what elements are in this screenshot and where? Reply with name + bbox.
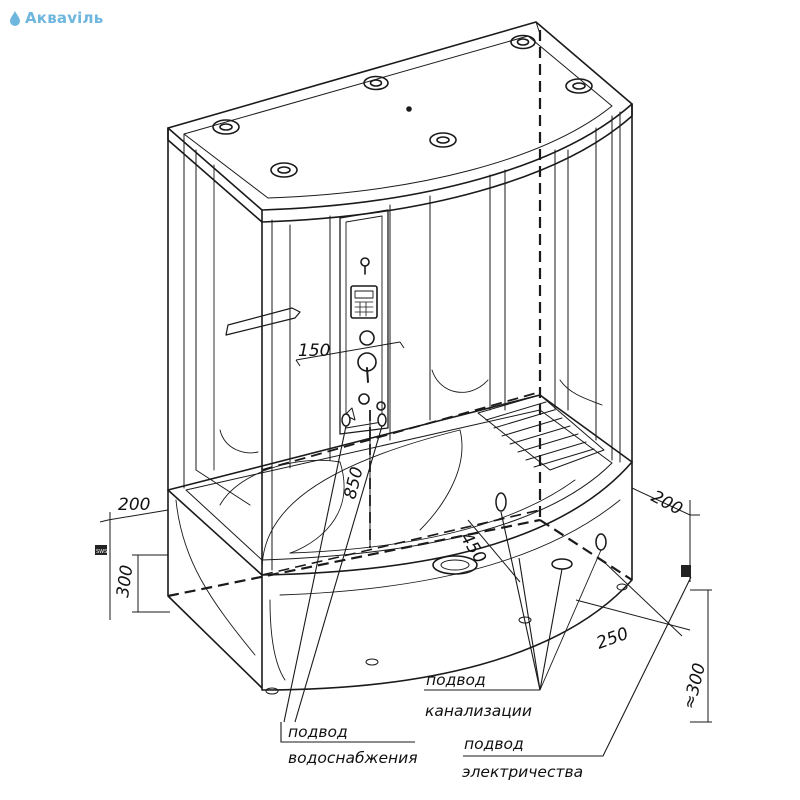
- dim-label-450: 450: [456, 529, 490, 567]
- roof-nozzle: [510, 34, 536, 50]
- bath-seat: [477, 394, 605, 471]
- roof-nozzle: [363, 75, 389, 91]
- dim-line-200-left: [99, 509, 169, 523]
- side-shelf: [225, 307, 301, 336]
- sewer-label-line1: подвод: [426, 671, 486, 689]
- left-socket-mark: SWS: [96, 549, 107, 555]
- leader-lines: [280, 425, 692, 757]
- connection-labels: подвод водоснабжения подвод канализации …: [288, 671, 583, 781]
- roof-nozzle: [565, 78, 593, 94]
- brand-name: Акваviль: [25, 9, 104, 27]
- cabin-frame: [167, 103, 633, 576]
- left-wall-socket: [95, 545, 107, 555]
- dim-line-150: [295, 341, 401, 361]
- hidden-lines: [167, 30, 633, 598]
- dim-label-300-right: ≈300: [679, 661, 710, 711]
- roof-nozzle: [429, 132, 457, 148]
- roof-light: [406, 106, 412, 112]
- roof-nozzle: [270, 162, 298, 178]
- brand-logo: Акваviль: [8, 9, 103, 27]
- dim-label-300-left: 300: [113, 564, 137, 599]
- water-drop-icon: [10, 11, 20, 26]
- dim-label-200-right: 200: [648, 487, 686, 520]
- electric-connection: [595, 533, 607, 551]
- dimension-labels: 150 850 200 300 200 450 250 ≈300 SWS: [96, 341, 710, 711]
- dim-label-250: 250: [594, 624, 631, 654]
- water-connection: [341, 413, 387, 427]
- roof-nozzle: [212, 119, 240, 135]
- electric-label-line2: электричества: [462, 763, 583, 781]
- bathtub: [167, 394, 633, 576]
- dim-label-150: 150: [298, 341, 330, 361]
- cabin-roof: [167, 21, 633, 223]
- water-label-line2: водоснабжения: [288, 749, 418, 767]
- control-panel: [339, 209, 389, 435]
- sewer-label-line2: канализации: [425, 702, 532, 720]
- dim-label-200-left: 200: [118, 495, 150, 515]
- water-label-line1: подвод: [288, 723, 348, 741]
- right-wall-socket: [681, 565, 691, 577]
- dim-line-450: [467, 519, 521, 583]
- dim-label-850: 850: [340, 465, 367, 501]
- electric-label-line1: подвод: [464, 735, 524, 753]
- drain-overflow: [432, 555, 478, 575]
